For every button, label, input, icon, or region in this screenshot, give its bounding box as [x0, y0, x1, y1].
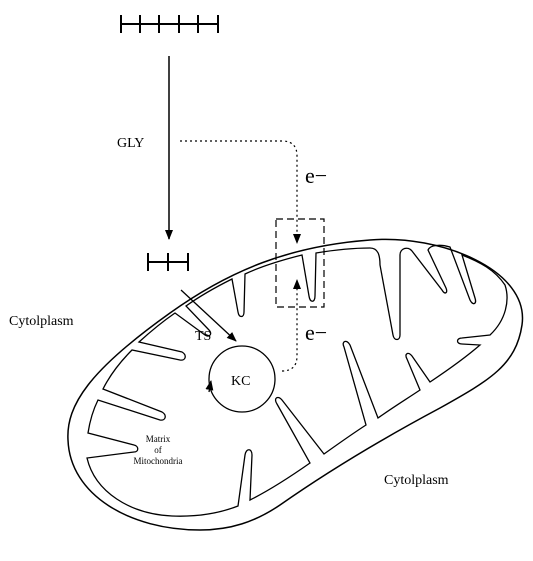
electron-label-bottom: e−: [305, 320, 327, 345]
kc-label: KC: [231, 374, 250, 389]
six-carbon-chain: [121, 15, 218, 33]
gly-label: GLY: [117, 136, 144, 151]
cytoplasm-label-left: Cytolplasm: [9, 314, 74, 329]
ts-label: TS: [195, 329, 211, 344]
electron-label-top: e−: [305, 163, 327, 188]
electron-path-top: [180, 141, 297, 243]
matrix-label-line1: Matrix: [146, 434, 171, 444]
three-carbon-chain: [148, 253, 188, 271]
membrane-transport-box: [276, 219, 324, 307]
electron-path-bottom: [282, 280, 297, 371]
mitochondrion-outer-membrane: [68, 239, 523, 530]
matrix-label-line3: Mitochondria: [134, 456, 183, 466]
cytoplasm-label-right: Cytolplasm: [384, 473, 449, 488]
matrix-label-line2: of: [154, 445, 162, 455]
